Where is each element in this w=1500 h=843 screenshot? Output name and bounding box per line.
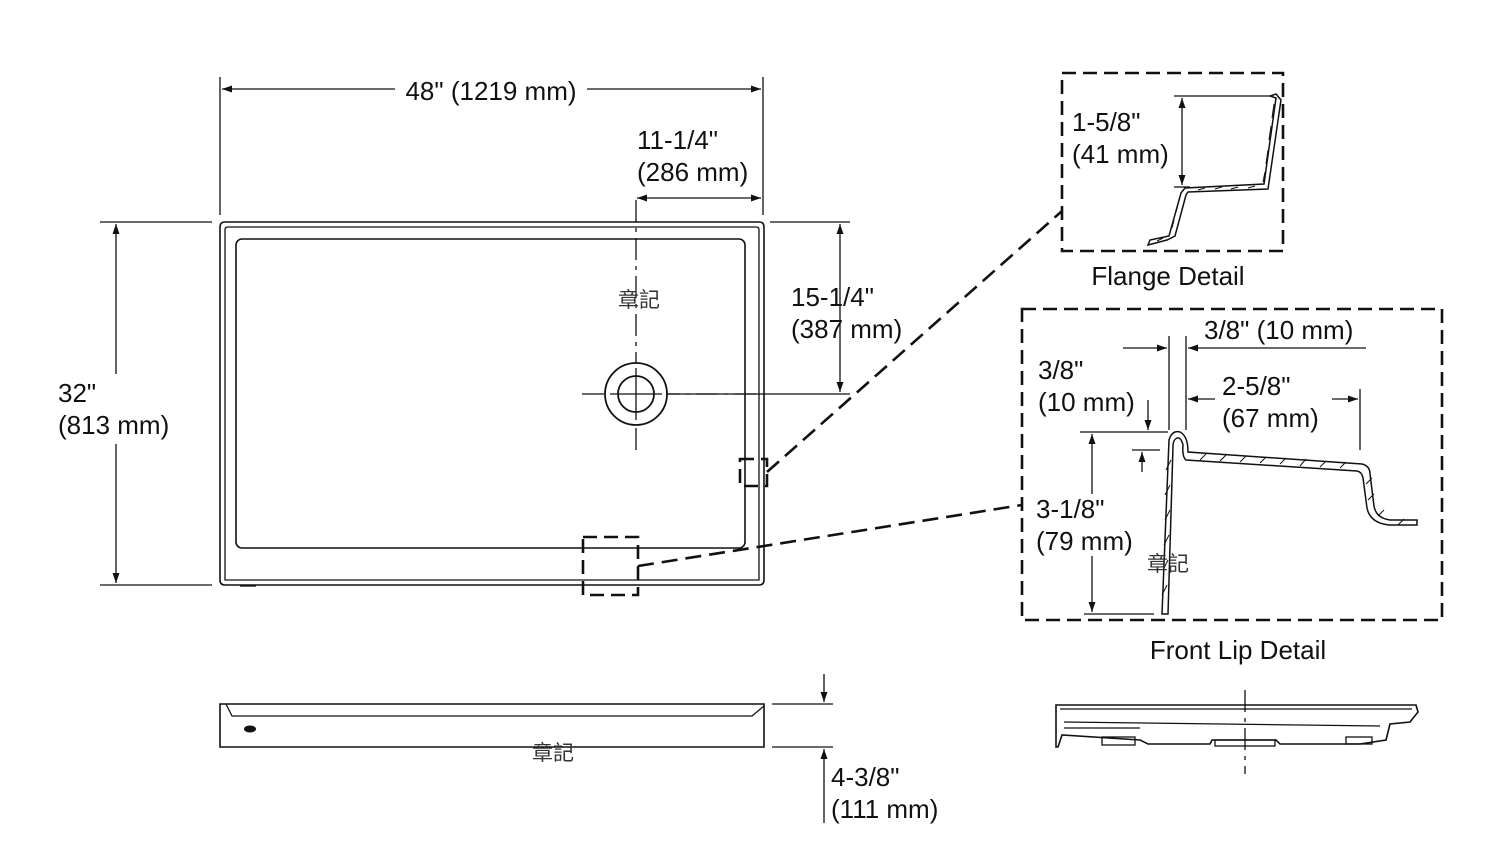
flange-detail: 1-5/8" (41 mm) Flange Detail [1060, 71, 1285, 291]
drain-y-label-in: 15-1/4" [791, 282, 874, 312]
side-view-outline [1055, 704, 1419, 748]
flange-height-label-mm: (41 mm) [1072, 139, 1169, 169]
flange-detail-frame [1060, 71, 1285, 253]
front-view: 章記 4-3/8" (111 mm) [219, 674, 938, 824]
base-inner-rim [224, 226, 760, 581]
depth-label-mm: (79 mm) [1036, 526, 1133, 556]
side-view-foot-1 [1101, 736, 1136, 746]
drain-hole-mark [244, 725, 256, 733]
flange-hatch [1156, 103, 1275, 242]
side-view [1055, 690, 1419, 774]
plan-view: 48" (1219 mm) 32" (813 mm) 11-1/4" (286 … [58, 76, 1063, 597]
drain-y-label-mm: (387 mm) [791, 314, 902, 344]
step-label-mm: (67 mm) [1222, 403, 1319, 433]
flange-section-profile [1146, 93, 1282, 247]
front-lip-detail: 3/8" (10 mm) 3/8" (10 mm) 2-5/8" (67 mm)… [1020, 307, 1444, 665]
front-lip-detail-frame [1020, 307, 1444, 622]
drain-x-label-in: 11-1/4" [637, 125, 718, 155]
side-view-floor-line [1063, 721, 1381, 729]
flange-height-label-in: 1-5/8" [1072, 107, 1141, 137]
drain-x-label-mm: (286 mm) [637, 157, 748, 187]
width-dim-label: 48" (1219 mm) [405, 76, 576, 106]
flange-leader [766, 210, 1063, 473]
lip-label-mm: (10 mm) [1038, 387, 1135, 417]
front-height-label-mm: (111 mm) [831, 794, 938, 824]
height-dim-label-in: 32" [58, 378, 96, 408]
step-label-in: 2-5/8" [1222, 371, 1291, 401]
depth-label-in: 3-1/8" [1036, 494, 1105, 524]
front-lip-section-profile [1161, 430, 1418, 615]
front-view-outline [219, 703, 765, 748]
front-lip-callout-box [581, 535, 640, 597]
front-lip-leader [637, 503, 1023, 568]
base-outline [219, 221, 765, 586]
front-lip-hatch [1161, 453, 1405, 596]
thickness-label: 3/8" (10 mm) [1204, 315, 1353, 345]
lip-label-in: 3/8" [1038, 355, 1083, 385]
height-dim-label-mm: (813 mm) [58, 410, 169, 440]
watermark-front-view: 章記 [532, 741, 574, 765]
flange-detail-caption: Flange Detail [1091, 261, 1244, 291]
side-view-foot-3 [1345, 736, 1373, 745]
front-height-label-in: 4-3/8" [831, 762, 900, 792]
front-lip-detail-caption: Front Lip Detail [1150, 635, 1326, 665]
watermark-plan: 章記 [618, 288, 660, 312]
flange-callout-box [738, 457, 769, 488]
watermark-front-lip: 章記 [1147, 552, 1189, 576]
front-view-top-edge [225, 703, 765, 717]
